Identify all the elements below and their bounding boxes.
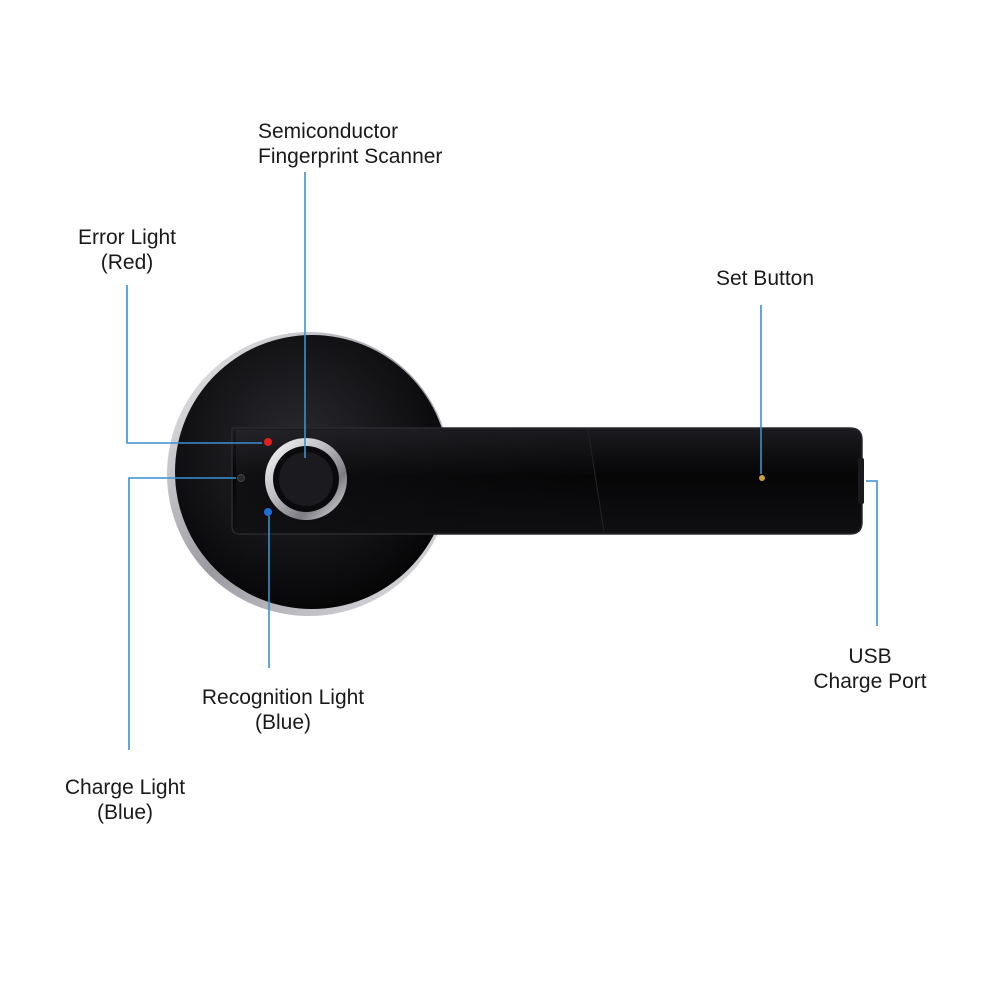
recognition-light-label-line2: (Blue)	[254, 711, 312, 734]
charge-light-label-line1: Charge Light	[64, 776, 186, 799]
leader-lines	[126, 172, 878, 750]
charge-led	[237, 474, 245, 482]
leader-error-light	[126, 285, 262, 444]
lever-seam	[587, 429, 605, 533]
recognition-light-label: Recognition Light (Blue)	[178, 685, 388, 735]
charge-light-label-line2: (Blue)	[96, 801, 154, 824]
set-button-label-line1: Set Button	[715, 267, 815, 290]
leader-charge-light	[128, 477, 236, 750]
set-button-label: Set Button	[695, 266, 835, 291]
usb-port-label-line2: Charge Port	[813, 670, 927, 693]
error-light-label-line1: Error Light	[77, 226, 177, 249]
charge-light-label: Charge Light (Blue)	[50, 775, 200, 825]
usb-port-label: USB Charge Port	[795, 644, 945, 694]
usb-port	[858, 458, 864, 504]
scanner-sensor	[279, 452, 333, 506]
recognition-led	[264, 508, 272, 516]
error-light-label-line2: (Red)	[100, 251, 154, 274]
recognition-light-label-line1: Recognition Light	[201, 686, 365, 709]
error-led	[264, 438, 272, 446]
fingerprint-scanner-label: Semiconductor Fingerprint Scanner	[258, 119, 442, 169]
usb-port-label-line1: USB	[848, 645, 892, 668]
fingerprint-scanner-label-line1: Semiconductor	[258, 120, 399, 143]
set-button	[759, 475, 765, 481]
fingerprint-scanner-label-line2: Fingerprint Scanner	[258, 145, 443, 168]
leader-usb-port	[866, 480, 878, 626]
error-light-label: Error Light (Red)	[57, 225, 197, 275]
